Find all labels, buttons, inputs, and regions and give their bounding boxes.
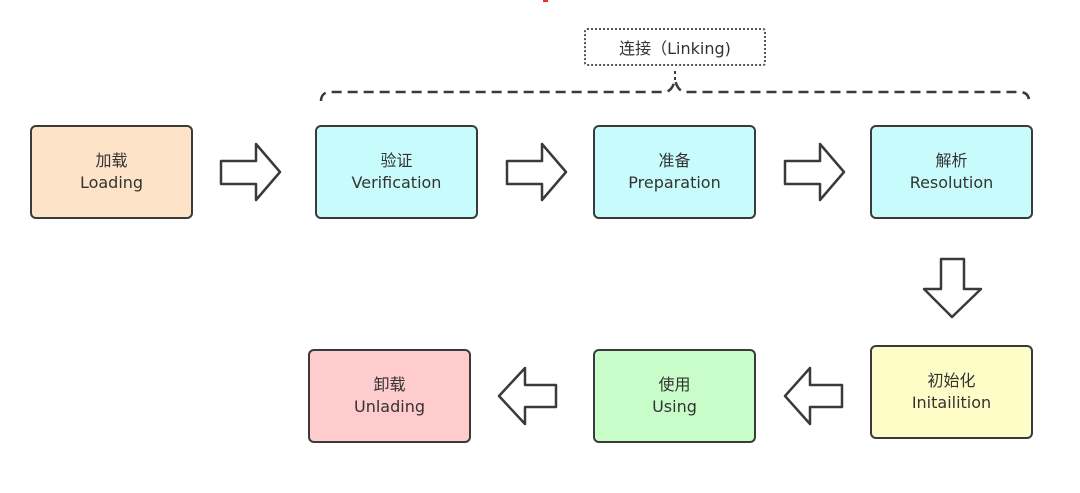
arrow-right-verification-to-preparation <box>505 142 568 202</box>
node-verification-zh: 验证 <box>380 151 413 170</box>
node-resolution-en: Resolution <box>909 173 994 192</box>
node-unloading: 卸载 Unlading <box>308 349 471 443</box>
node-initialization: 初始化 Initailition <box>870 345 1033 439</box>
top-red-mark <box>543 0 548 2</box>
node-preparation-zh: 准备 <box>658 151 691 170</box>
arrow-left-using-to-unloading <box>497 366 558 426</box>
node-verification: 验证 Verification <box>315 125 478 219</box>
linking-label: 连接（Linking) <box>619 39 731 58</box>
arrow-down-resolution-to-initialization <box>922 257 983 319</box>
node-using: 使用 Using <box>593 349 756 443</box>
node-using-zh: 使用 <box>658 375 691 394</box>
arrow-left-initialization-to-using <box>783 366 844 426</box>
node-preparation-en: Preparation <box>628 173 721 192</box>
node-unloading-en: Unlading <box>354 397 425 416</box>
node-loading: 加载 Loading <box>30 125 193 219</box>
node-loading-en: Loading <box>79 173 144 192</box>
node-resolution: 解析 Resolution <box>870 125 1033 219</box>
node-loading-zh: 加载 <box>95 151 128 170</box>
linking-brace <box>319 79 1031 102</box>
node-resolution-zh: 解析 <box>935 151 968 170</box>
node-verification-en: Verification <box>351 173 442 192</box>
node-using-en: Using <box>652 397 697 416</box>
arrow-right-loading-to-verification <box>219 142 282 202</box>
linking-label-box: 连接（Linking) <box>584 28 766 66</box>
arrow-right-preparation-to-resolution <box>783 142 846 202</box>
node-initialization-en: Initailition <box>911 393 992 412</box>
node-preparation: 准备 Preparation <box>593 125 756 219</box>
node-unloading-zh: 卸载 <box>373 375 406 394</box>
node-initialization-zh: 初始化 <box>927 371 976 390</box>
